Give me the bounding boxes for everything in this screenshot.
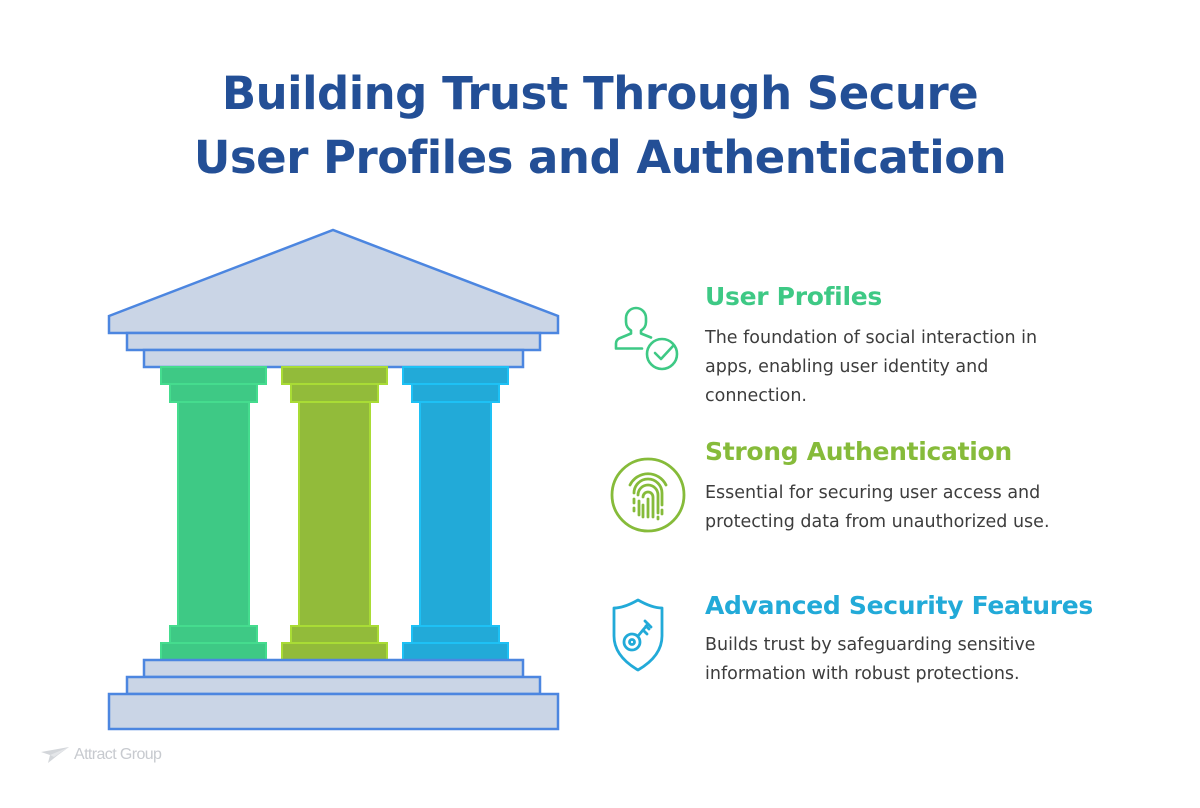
fingerprint-icon <box>610 457 686 533</box>
feature-heading: Strong Authentication <box>705 437 1012 466</box>
user-check-icon <box>614 306 679 371</box>
shield-key-icon <box>612 598 664 672</box>
temple-base <box>107 658 560 731</box>
attract-group-logo: Attract Group <box>40 745 162 765</box>
logo-text: Attract Group <box>74 746 162 763</box>
pillar-olive <box>281 366 388 661</box>
feature-description: Essential for securing user access and p… <box>705 483 1050 532</box>
pillar-green <box>160 366 267 661</box>
feature-heading: User Profiles <box>705 282 882 311</box>
title-line-2: User Profiles and Authentication <box>193 131 1007 184</box>
title-line-1: Building Trust Through Secure <box>221 67 979 120</box>
pillar-blue <box>402 366 509 661</box>
feature-heading: Advanced Security Features <box>705 591 1094 620</box>
temple-roof <box>107 228 560 369</box>
paper-plane-icon <box>41 747 69 763</box>
temple-diagram <box>107 228 560 731</box>
feature-description: The foundation of social interaction in … <box>705 328 1038 406</box>
page-title: Building Trust Through Secure User Profi… <box>0 62 1200 190</box>
feature-description: Builds trust by safeguarding sensitive i… <box>705 635 1036 684</box>
